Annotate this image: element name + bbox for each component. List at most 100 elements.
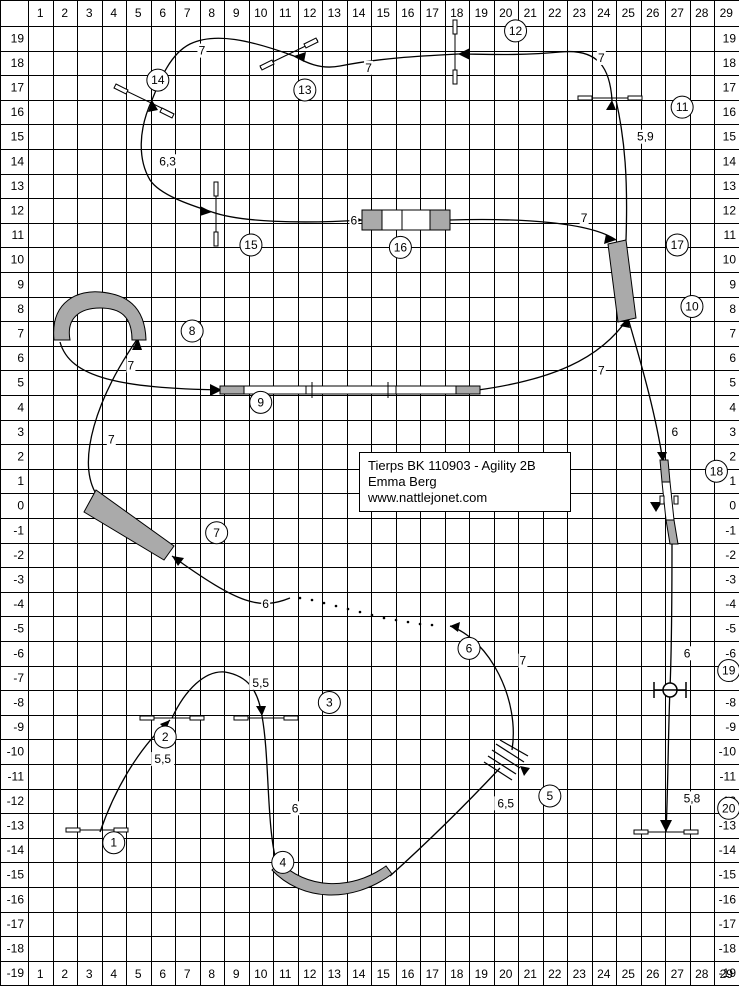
y-label-left: -9 bbox=[13, 720, 24, 734]
distance-label-bg bbox=[680, 791, 704, 806]
arrow-icon bbox=[458, 48, 470, 60]
distance-text: 6,5 bbox=[497, 796, 514, 810]
x-label-bottom: 20 bbox=[499, 967, 513, 981]
distance-label: 7 bbox=[106, 432, 116, 447]
y-label-right: -19 bbox=[719, 966, 737, 980]
distance-label-bg bbox=[364, 60, 374, 75]
distance-label-bg bbox=[670, 424, 680, 439]
x-label-top: 5 bbox=[135, 6, 142, 20]
obstacle-number-12: 12 bbox=[504, 19, 528, 43]
y-label-right: 18 bbox=[723, 56, 737, 70]
distance-label-bg bbox=[494, 796, 518, 811]
x-label-bottom: 5 bbox=[135, 967, 142, 981]
distance-text: 6 bbox=[684, 646, 691, 660]
x-label-bottom: 2 bbox=[61, 967, 68, 981]
number-text: 9 bbox=[257, 395, 264, 409]
x-label-bottom: 21 bbox=[524, 967, 538, 981]
number-text: 1 bbox=[110, 836, 117, 850]
jump-20 bbox=[633, 829, 699, 835]
distance-label: 7 bbox=[579, 210, 589, 225]
arrow-icon bbox=[657, 452, 667, 462]
arrow-icon bbox=[256, 706, 266, 716]
distance-text: 6 bbox=[292, 801, 299, 815]
route-8-9 bbox=[59, 341, 223, 391]
distance-label: 5,5 bbox=[249, 675, 273, 690]
jump-14 bbox=[113, 83, 175, 119]
obstacle-number-9: 9 bbox=[249, 390, 273, 414]
distance-text: 7 bbox=[108, 432, 115, 446]
y-label-right: -3 bbox=[725, 573, 736, 587]
obstacle-number-18: 18 bbox=[704, 459, 728, 483]
course-title: Tierps BK 110903 - Agility 2B bbox=[368, 458, 536, 473]
distance-label-bg bbox=[579, 210, 589, 225]
number-circle bbox=[504, 19, 528, 43]
x-label-bottom: 27 bbox=[671, 967, 685, 981]
y-label-left: 2 bbox=[17, 450, 24, 464]
number-text: 6 bbox=[466, 641, 473, 655]
y-label-right: 5 bbox=[729, 376, 736, 390]
obstacle-number-11: 11 bbox=[670, 95, 694, 119]
number-text: 18 bbox=[710, 464, 724, 478]
arrow-icon bbox=[620, 318, 630, 328]
x-label-top: 10 bbox=[254, 6, 268, 20]
route-5-6 bbox=[449, 625, 514, 751]
y-label-left: 13 bbox=[11, 179, 25, 193]
x-label-bottom: 23 bbox=[573, 967, 587, 981]
course-route bbox=[59, 37, 673, 877]
number-circle bbox=[457, 636, 481, 660]
y-label-right: -15 bbox=[719, 868, 737, 882]
y-label-left: -1 bbox=[13, 523, 24, 537]
y-label-right: -2 bbox=[725, 548, 736, 562]
y-label-left: 16 bbox=[11, 105, 25, 119]
y-label-left: -5 bbox=[13, 622, 24, 636]
x-label-top: 18 bbox=[450, 6, 464, 20]
y-label-left: 6 bbox=[17, 351, 24, 365]
distance-text: 7 bbox=[581, 211, 588, 225]
distance-label-bg bbox=[106, 432, 116, 447]
route-3-4 bbox=[261, 715, 279, 869]
jump-11 bbox=[577, 95, 643, 101]
x-label-bottom: 24 bbox=[597, 967, 611, 981]
obstacle-16 bbox=[361, 209, 451, 231]
obstacle-number-5: 5 bbox=[538, 784, 562, 808]
x-label-top: 8 bbox=[208, 6, 215, 20]
x-label-bottom: 12 bbox=[303, 967, 317, 981]
route-arrows bbox=[132, 48, 672, 868]
distance-label: 5,8 bbox=[680, 791, 704, 806]
tunnel-10 bbox=[607, 239, 637, 323]
arrow-icon bbox=[148, 100, 158, 112]
route-10-17-return bbox=[615, 99, 628, 241]
number-text: 4 bbox=[279, 855, 286, 869]
route-10-18 bbox=[627, 317, 664, 463]
y-label-right: -13 bbox=[719, 819, 737, 833]
distance-label-bg bbox=[197, 43, 207, 58]
y-label-left: 0 bbox=[17, 499, 24, 513]
jump-2 bbox=[139, 715, 205, 721]
x-label-bottom: 11 bbox=[279, 967, 292, 981]
number-text: 14 bbox=[151, 73, 165, 87]
y-label-right: 6 bbox=[729, 351, 736, 365]
obstacle-number-6: 6 bbox=[457, 636, 481, 660]
distance-label-bg bbox=[249, 675, 273, 690]
y-label-right: 15 bbox=[723, 130, 737, 144]
y-label-right: 8 bbox=[729, 302, 736, 316]
y-label-right: 14 bbox=[723, 154, 737, 168]
y-label-left: -15 bbox=[7, 868, 25, 882]
x-label-bottom: 19 bbox=[475, 967, 489, 981]
y-label-left: -13 bbox=[7, 819, 25, 833]
jump-1 bbox=[65, 827, 129, 833]
y-label-right: 4 bbox=[729, 400, 736, 414]
route-11-12 bbox=[457, 50, 613, 101]
obstacle-number-14: 14 bbox=[146, 68, 170, 92]
number-circle bbox=[670, 95, 694, 119]
tyre-19 bbox=[653, 682, 687, 698]
obstacle-number-17: 17 bbox=[665, 233, 689, 257]
y-label-left: 1 bbox=[17, 474, 24, 488]
number-circle bbox=[239, 233, 263, 257]
distance-text: 7 bbox=[365, 61, 372, 75]
y-label-right: -18 bbox=[719, 942, 737, 956]
number-text: 10 bbox=[685, 299, 699, 313]
y-label-left: 17 bbox=[11, 81, 25, 95]
obstacle-number-3: 3 bbox=[317, 691, 341, 714]
number-text: 13 bbox=[298, 83, 312, 97]
